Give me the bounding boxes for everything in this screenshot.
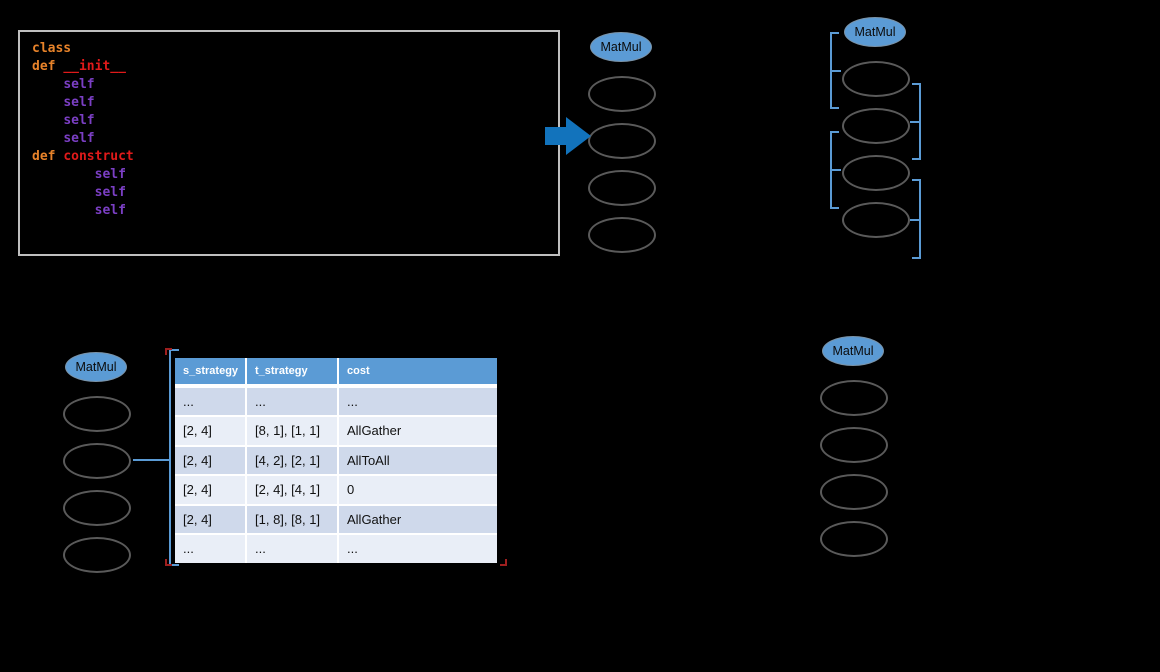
- code-token: [32, 113, 63, 128]
- table-cell: [4, 2], [2, 1]: [247, 446, 337, 474]
- grouping-bracket-left-2: [830, 131, 841, 209]
- node-group-top-middle: MatMul: [588, 32, 656, 254]
- code-token: __init__: [63, 59, 126, 74]
- code-line: self: [32, 130, 546, 148]
- table-grouping-bracket: [133, 349, 179, 566]
- candidate-node: [588, 76, 656, 112]
- table-cell: [8, 1], [1, 1]: [247, 417, 337, 445]
- candidate-node: [63, 537, 131, 573]
- code-token: [32, 167, 95, 182]
- table-cell: [1, 8], [8, 1]: [247, 505, 337, 533]
- code-token: [32, 185, 95, 200]
- candidate-node: [842, 108, 910, 144]
- node-group-bottom-left: MatMul: [63, 352, 131, 574]
- code-token: [32, 77, 63, 92]
- table-cell: ...: [247, 535, 337, 563]
- matmul-op-label: MatMul: [854, 25, 896, 39]
- code-token: [32, 203, 95, 218]
- grouping-bracket-left-1: [830, 32, 841, 109]
- candidate-node: [842, 202, 910, 238]
- node-group-bottom-right: MatMul: [820, 336, 888, 558]
- column-header: cost: [339, 358, 497, 384]
- code-token: self: [94, 203, 126, 218]
- matmul-op-node: MatMul: [822, 336, 884, 366]
- table-cell: AllGather: [339, 417, 497, 445]
- table-cell: ...: [339, 535, 497, 563]
- table-cell: [2, 4]: [175, 505, 245, 533]
- code-token: self: [63, 131, 95, 146]
- code-line: self: [32, 202, 546, 220]
- matmul-op-node: MatMul: [844, 17, 906, 47]
- code-token: [32, 95, 63, 110]
- candidate-node: [63, 443, 131, 479]
- code-token: self: [63, 95, 95, 110]
- table-cell: [2, 4]: [175, 446, 245, 474]
- matmul-op-label: MatMul: [75, 360, 117, 374]
- table-cell: AllGather: [339, 505, 497, 533]
- table-cell: ...: [175, 535, 245, 563]
- grouping-bracket-right-1: [910, 83, 921, 160]
- code-token: self: [63, 113, 95, 128]
- code-line: def construct: [32, 148, 546, 166]
- table-cell: [2, 4]: [175, 476, 245, 504]
- candidate-node: [588, 170, 656, 206]
- candidate-node: [63, 490, 131, 526]
- candidate-node: [820, 380, 888, 416]
- code-token: self: [94, 185, 126, 200]
- table-cell: AllToAll: [339, 446, 497, 474]
- code-token: def: [32, 59, 64, 74]
- code-token: self: [94, 167, 126, 182]
- node-group-top-right: MatMul: [842, 17, 910, 239]
- code-line: self: [32, 166, 546, 184]
- matmul-op-label: MatMul: [600, 40, 642, 54]
- candidate-node: [63, 396, 131, 432]
- candidate-node: [820, 427, 888, 463]
- code-token: construct: [63, 149, 134, 164]
- column-header: t_strategy: [247, 358, 337, 384]
- grouping-bracket-right-2: [910, 179, 921, 259]
- code-line: self: [32, 76, 546, 94]
- code-line: class: [32, 40, 546, 58]
- code-token: class: [32, 41, 72, 56]
- table-cell: ...: [247, 387, 337, 415]
- candidate-node: [820, 474, 888, 510]
- matmul-op-label: MatMul: [832, 344, 874, 358]
- candidate-node: [588, 217, 656, 253]
- code-token: [32, 131, 63, 146]
- candidate-node: [588, 123, 656, 159]
- code-line: self: [32, 94, 546, 112]
- candidate-node: [842, 155, 910, 191]
- table-cell: [2, 4], [4, 1]: [247, 476, 337, 504]
- column-header: s_strategy: [175, 358, 245, 384]
- code-line: self: [32, 184, 546, 202]
- candidate-node: [842, 61, 910, 97]
- table-cell: [2, 4]: [175, 417, 245, 445]
- code-line: self: [32, 112, 546, 130]
- candidate-node: [820, 521, 888, 557]
- matmul-op-node: MatMul: [65, 352, 127, 382]
- table-cell: ...: [339, 387, 497, 415]
- code-token: def: [32, 149, 64, 164]
- code-line: def __init__: [32, 58, 546, 76]
- table-cell: ...: [175, 387, 245, 415]
- table-cell: 0: [339, 476, 497, 504]
- code-token: self: [63, 77, 95, 92]
- matmul-op-node: MatMul: [590, 32, 652, 62]
